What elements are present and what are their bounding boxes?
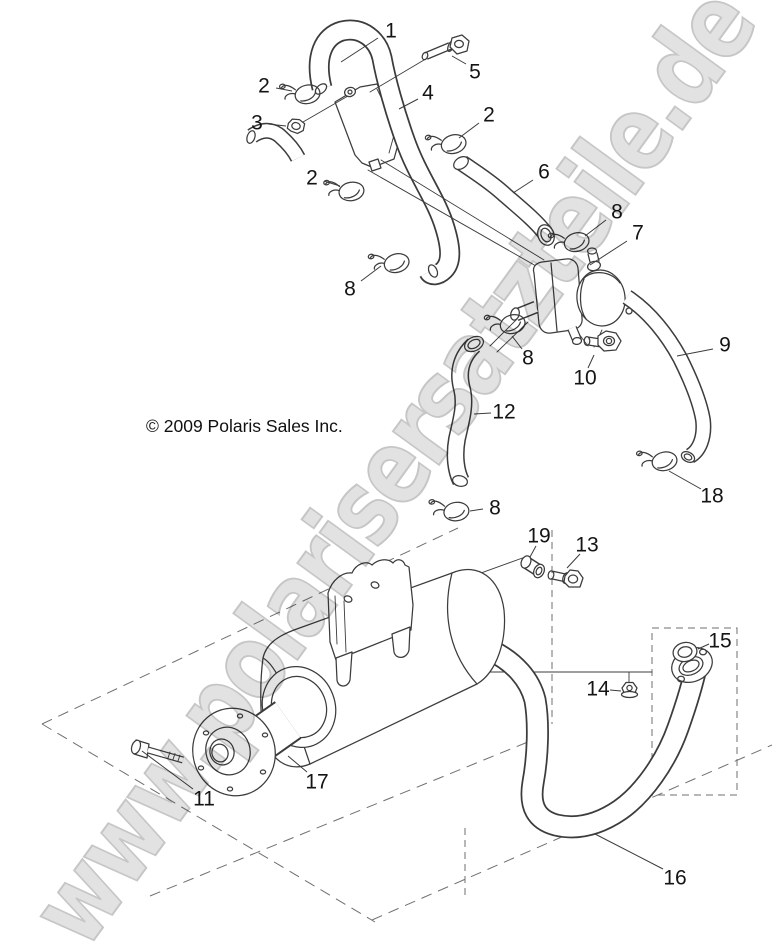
callout-leader-14-20 <box>609 689 622 692</box>
callout-leader-10-13 <box>587 354 595 369</box>
callout-leader-8-8 <box>584 219 607 237</box>
callout-leader-15-19 <box>697 643 710 650</box>
callout-number-16-23: 16 <box>663 867 686 890</box>
vent-hose-upper-illustration <box>453 155 555 246</box>
callout-leader-18-15 <box>668 470 702 490</box>
callout-number-8-16: 8 <box>489 497 501 520</box>
callout-leader-12-14 <box>473 412 492 415</box>
callout-number-2-5: 2 <box>483 104 495 127</box>
shield-bolt <box>421 34 470 61</box>
elbow-hose-illustration <box>246 122 306 162</box>
callout-number-13-18: 13 <box>575 534 598 557</box>
callout-leader-8-10 <box>360 265 382 282</box>
callout-leader-3-2 <box>267 123 287 127</box>
callout-number-3-2: 3 <box>251 112 263 135</box>
muffler-bracket <box>327 559 414 687</box>
shield-nut <box>286 116 306 136</box>
callout-number-10-13: 10 <box>573 367 596 390</box>
head-pipe-illustration <box>484 639 709 839</box>
callout-number-2-1: 2 <box>258 75 270 98</box>
callout-leader-2-6 <box>323 180 341 187</box>
valve-bolt <box>583 330 622 352</box>
callout-number-1-0: 1 <box>385 20 397 43</box>
routing-lines <box>302 59 603 353</box>
callout-leader-6-7 <box>512 179 534 194</box>
detail-box-gasket-nut <box>651 627 738 796</box>
copyright-notice: © 2009 Polaris Sales Inc. <box>146 416 343 436</box>
muffler-bolt <box>130 739 184 764</box>
callout-leader-5-4 <box>451 55 467 65</box>
gasket-illustration <box>672 641 698 663</box>
callout-leader-9-12 <box>676 348 714 357</box>
callout-leader-13-18 <box>566 553 581 569</box>
callout-leader-8-16 <box>469 508 484 512</box>
callout-leader-16-23 <box>594 833 664 870</box>
callout-number-4-3: 4 <box>422 82 434 105</box>
callout-number-17-22: 17 <box>305 771 328 794</box>
callout-leader-17-22 <box>287 755 308 773</box>
callout-leader-11-21 <box>141 750 194 790</box>
callout-number-9-12: 9 <box>719 334 731 357</box>
vent-hose-right-illustration <box>622 290 712 463</box>
flange-nut <box>620 671 639 699</box>
spacer-illustration <box>520 555 546 579</box>
callout-leader-2-5 <box>458 122 480 139</box>
callout-number-19-17: 19 <box>527 525 550 548</box>
vent-hose-lower-illustration <box>446 335 485 487</box>
callout-number-8-10: 8 <box>344 278 356 301</box>
callout-number-8-8: 8 <box>611 201 623 224</box>
callout-number-2-6: 2 <box>306 167 318 190</box>
callout-number-15-19: 15 <box>708 630 731 653</box>
callout-leader-8-11 <box>511 335 523 350</box>
callout-number-18-15: 18 <box>700 485 723 508</box>
callout-number-12-14: 12 <box>492 401 515 424</box>
callout-number-8-11: 8 <box>522 347 534 370</box>
callout-leader-7-9 <box>589 240 628 266</box>
muffler-illustration <box>130 559 506 797</box>
muffler-outlet-flange <box>192 665 337 797</box>
callout-leader-4-3 <box>398 98 419 110</box>
callout-number-5-4: 5 <box>469 61 481 84</box>
bracket-bolt <box>547 569 584 588</box>
valve-assembly-illustration <box>510 247 633 346</box>
callout-number-7-9: 7 <box>632 222 644 245</box>
heat-shield-tube-illustration <box>308 19 461 286</box>
callout-leader-19-17 <box>529 545 537 558</box>
callout-number-11-21: 11 <box>193 788 215 811</box>
callout-number-6-7: 6 <box>538 161 550 184</box>
callout-leader-2-1 <box>275 87 293 92</box>
callout-number-14-20: 14 <box>586 678 610 701</box>
callout-leader-1-0 <box>340 37 379 63</box>
